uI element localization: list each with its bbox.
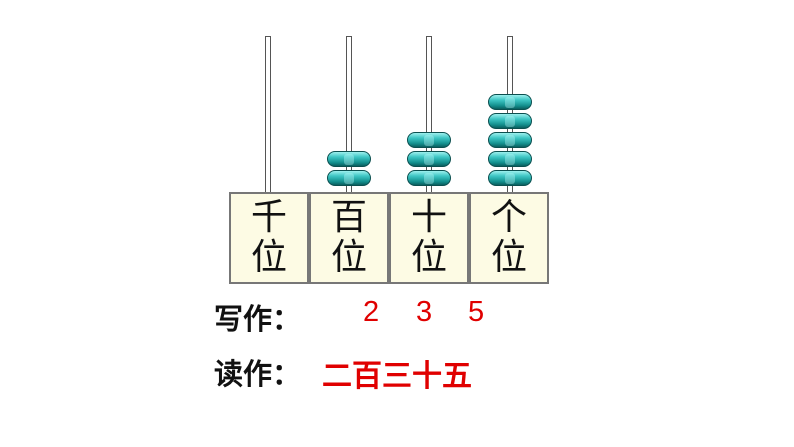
bead-tens [407, 151, 451, 167]
read-value: 二百三十五 [322, 359, 472, 394]
rod-thousands [265, 36, 271, 193]
place-box-thousands: 千 位 [229, 192, 309, 284]
place-name-char: 千 [250, 197, 287, 238]
bead-ones [488, 170, 532, 186]
bead-hundreds [327, 170, 371, 186]
place-name-char: 位 [490, 237, 527, 278]
bead-ones [488, 132, 532, 148]
bead-ones [488, 113, 532, 129]
bead-ones [488, 94, 532, 110]
written-label: 写作： [214, 302, 302, 336]
bead-tens [407, 170, 451, 186]
place-name-char: 十 [410, 197, 447, 238]
place-name-char: 百 [330, 197, 367, 238]
place-name-char: 位 [410, 237, 447, 278]
written-digit-ones: 5 [468, 296, 485, 328]
written-digit-tens: 3 [416, 296, 433, 328]
bead-hundreds [327, 151, 371, 167]
place-box-tens: 十 位 [389, 192, 469, 284]
place-name-char: 位 [330, 237, 367, 278]
place-box-ones: 个 位 [469, 192, 549, 284]
bead-ones [488, 151, 532, 167]
bead-tens [407, 132, 451, 148]
place-box-hundreds: 百 位 [309, 192, 389, 284]
read-label: 读作： [214, 357, 302, 391]
written-digit-hundreds: 2 [363, 296, 380, 328]
place-name-char: 个 [490, 197, 527, 238]
place-name-char: 位 [250, 237, 287, 278]
